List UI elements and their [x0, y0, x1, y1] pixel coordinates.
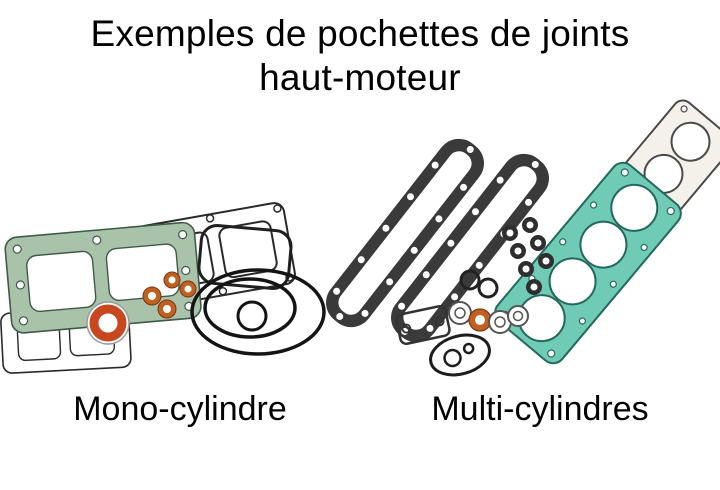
caption-mono-cylindre: Mono-cylindre	[73, 390, 287, 428]
dark-cover-gasket-1	[326, 138, 484, 328]
small-rect-gasket	[395, 304, 451, 346]
dark-cover-gasket-2	[391, 153, 549, 343]
large-o-rings	[190, 268, 326, 356]
rounded-square-gasket	[197, 224, 293, 290]
multi-cylinder-gasket-kit-image	[326, 99, 720, 377]
oval-gasket	[429, 333, 491, 377]
title-line-1: Exemples de pochettes de joints	[90, 13, 630, 54]
red-o-ring	[86, 301, 130, 345]
washers-cluster	[448, 301, 529, 334]
captions-row: Mono-cylindre Multi-cylindres	[0, 390, 720, 429]
caption-multi-cylindres: Multi-cylindres	[431, 390, 649, 428]
small-o-rings	[459, 269, 499, 299]
page-title: Exemples de pochettes de joints haut-mot…	[0, 12, 720, 99]
orange-washers	[142, 271, 197, 319]
title-line-2: haut-moteur	[259, 56, 461, 98]
teal-head-gasket	[494, 161, 682, 365]
rubber-grommets	[502, 217, 554, 295]
mono-cylinder-gasket-kit-image	[0, 202, 326, 374]
